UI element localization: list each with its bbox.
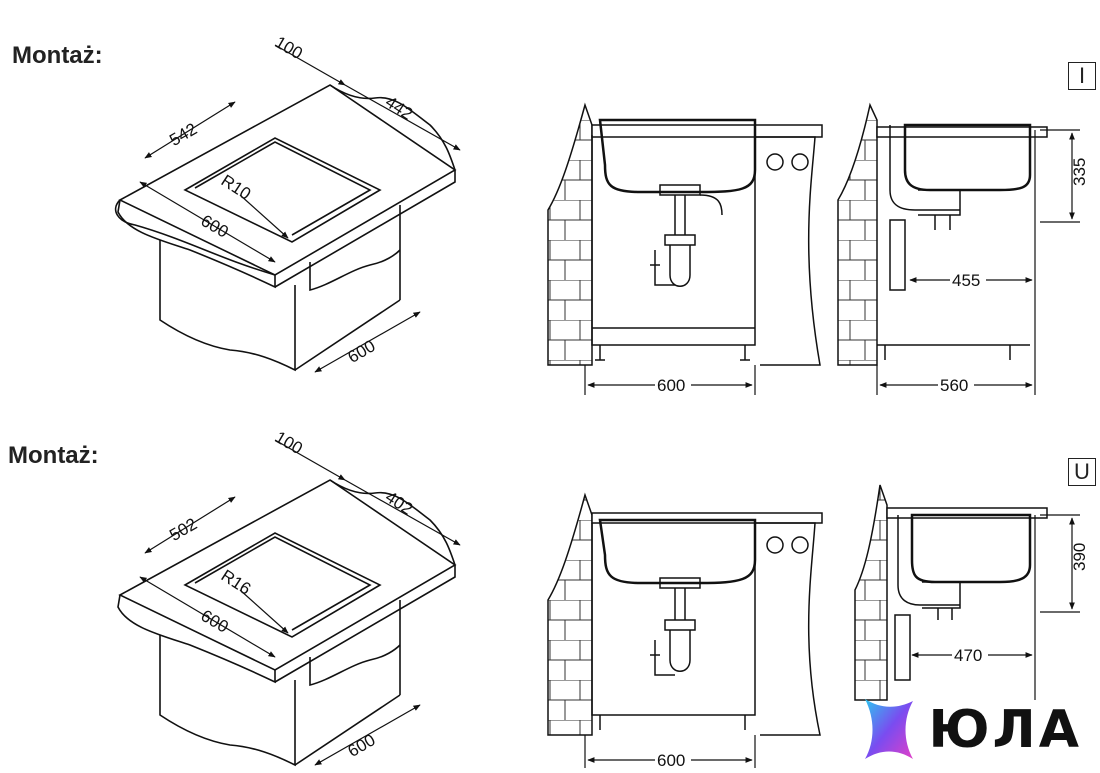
- side-1-depth: 560: [940, 376, 968, 395]
- star-gradient-icon: [864, 699, 913, 759]
- brand-logo: ЮЛА: [861, 697, 1082, 763]
- iso-2-side: 600: [345, 730, 379, 761]
- section-1-title: Montaż:: [12, 42, 103, 69]
- iso-2-width: 502: [166, 514, 200, 545]
- front-view-1: [547, 102, 823, 366]
- iso-view-1: [114, 84, 457, 372]
- side-2-height: 390: [1070, 543, 1089, 571]
- side-view-1: [837, 102, 1048, 366]
- iso-1-depth-offset: 100: [272, 33, 306, 64]
- iso-2-depth-offset: 100: [272, 428, 306, 459]
- iso-1-cutout: 442: [382, 92, 416, 123]
- side-view-2: [854, 484, 1048, 701]
- iso-2-cutout: 402: [382, 487, 416, 518]
- side-1-height: 335: [1070, 158, 1089, 186]
- side-dim-1: [876, 129, 1080, 395]
- side-2-drain: 470: [954, 646, 982, 665]
- brand-logo-text: ЮЛА: [928, 700, 1082, 760]
- section-2-badge: U: [1068, 458, 1096, 486]
- iso-dimensions-1: [139, 44, 461, 373]
- front-2-width: 600: [657, 751, 685, 770]
- iso-1-side: 600: [345, 336, 379, 367]
- section-2-title: Montaż:: [8, 442, 99, 469]
- iso-1-width: 542: [166, 119, 200, 150]
- side-1-drain: 455: [952, 271, 980, 290]
- front-view-2: [547, 492, 823, 736]
- front-1-width: 600: [657, 376, 685, 395]
- section-1-badge: I: [1068, 62, 1096, 90]
- iso-dimensions-2: [139, 439, 461, 766]
- iso-view-2: [117, 479, 457, 767]
